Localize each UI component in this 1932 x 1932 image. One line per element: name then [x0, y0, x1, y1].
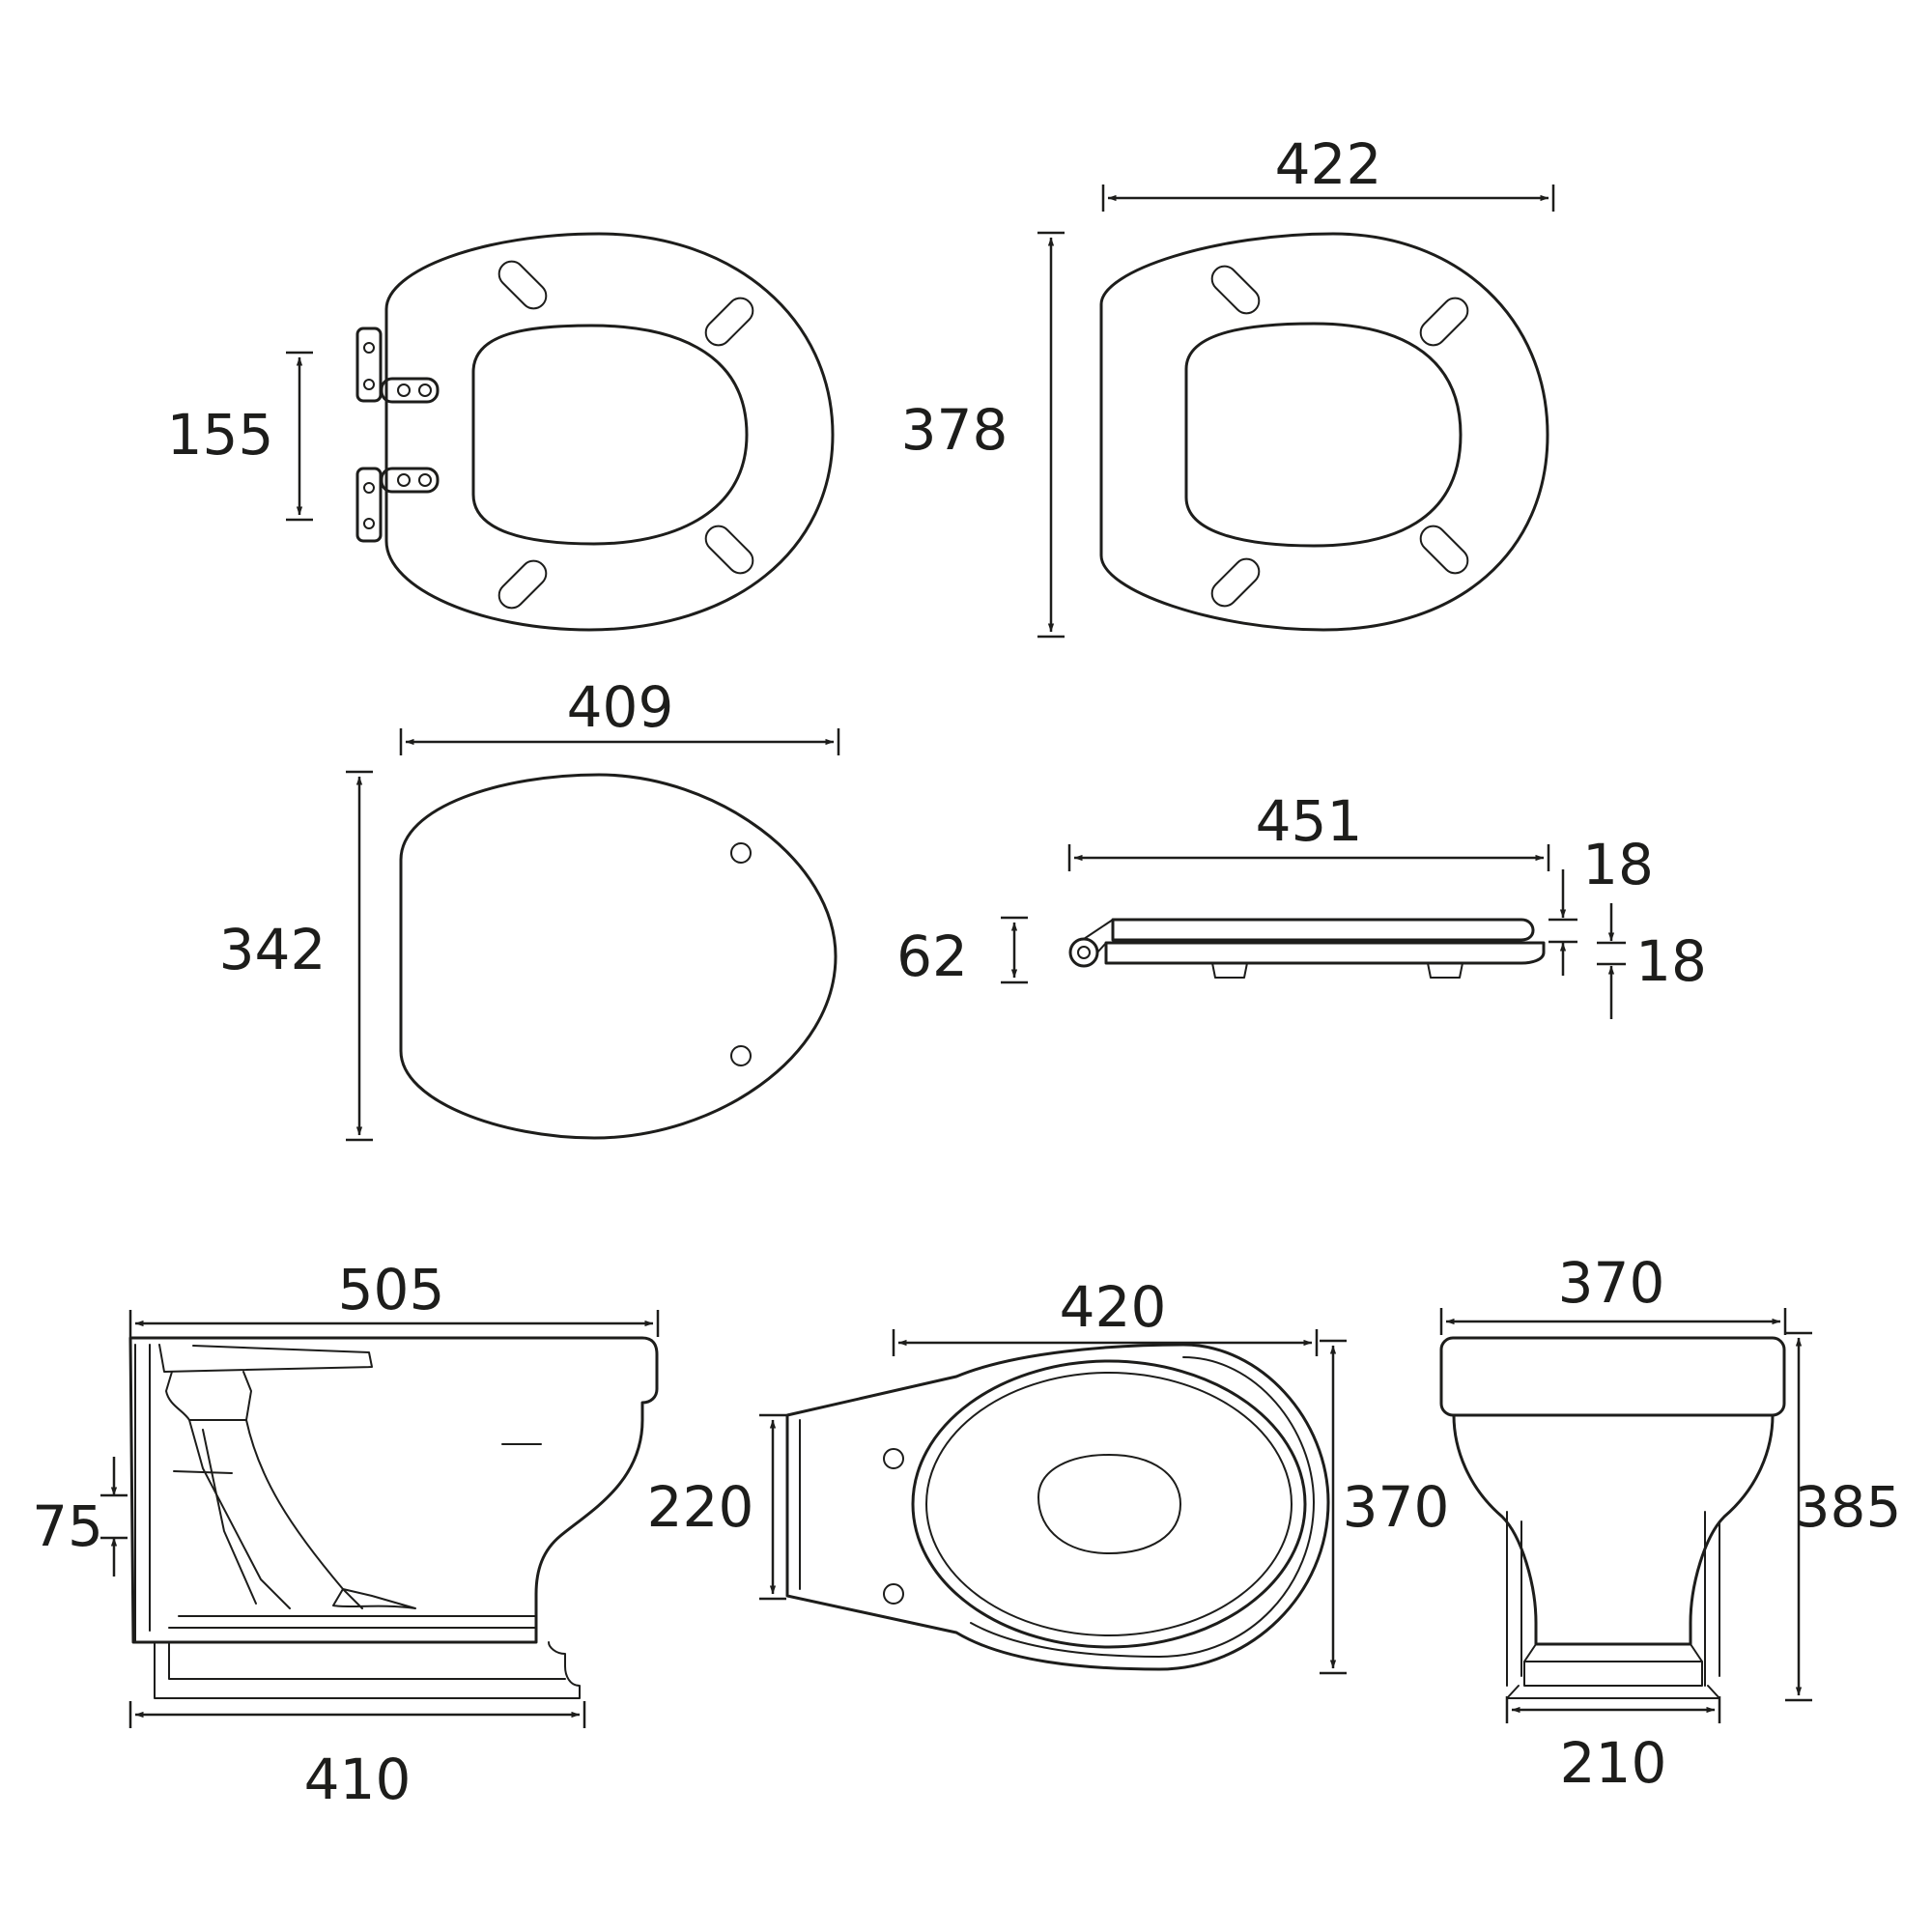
dim-pan-length-top: 505	[338, 1257, 445, 1322]
seat-top-view-with-hinges: 155	[167, 232, 835, 632]
seat-side-view: 451 62 18 18	[896, 788, 1707, 1019]
seat-top-view: 378 422	[901, 131, 1555, 639]
dim-pan-height: 385	[1795, 1474, 1902, 1540]
dim-closed-length: 451	[1256, 788, 1363, 854]
dim-pan-front-width: 370	[1558, 1250, 1665, 1316]
hinge-bottom	[355, 467, 440, 543]
dim-seat-height: 378	[901, 397, 1009, 463]
dim-pan-back-width: 220	[647, 1474, 754, 1540]
dim-outlet-height: 75	[32, 1493, 103, 1559]
lid-top-view: 342 409	[219, 674, 840, 1142]
pan-top-view: 420 220 370	[647, 1274, 1450, 1675]
dim-pan-top-length: 420	[1060, 1274, 1167, 1340]
dim-seat-width: 422	[1275, 131, 1382, 197]
dim-pan-length-base: 410	[304, 1747, 412, 1812]
dim-pan-top-width: 370	[1343, 1474, 1450, 1540]
dim-pan-foot-width: 210	[1560, 1730, 1667, 1796]
pan-front-view: 370 385 210	[1439, 1250, 1902, 1796]
dim-lid-thickness: 18	[1582, 832, 1654, 897]
dim-lid-height: 342	[219, 917, 327, 982]
dim-seat-thickness: 18	[1635, 928, 1707, 994]
dim-hinge-spacing: 155	[167, 402, 274, 468]
dim-closed-thickness: 62	[896, 923, 968, 989]
dim-lid-width: 409	[567, 674, 674, 740]
pan-side-view: 505 410 75	[32, 1257, 660, 1812]
hinge-top	[355, 327, 440, 404]
